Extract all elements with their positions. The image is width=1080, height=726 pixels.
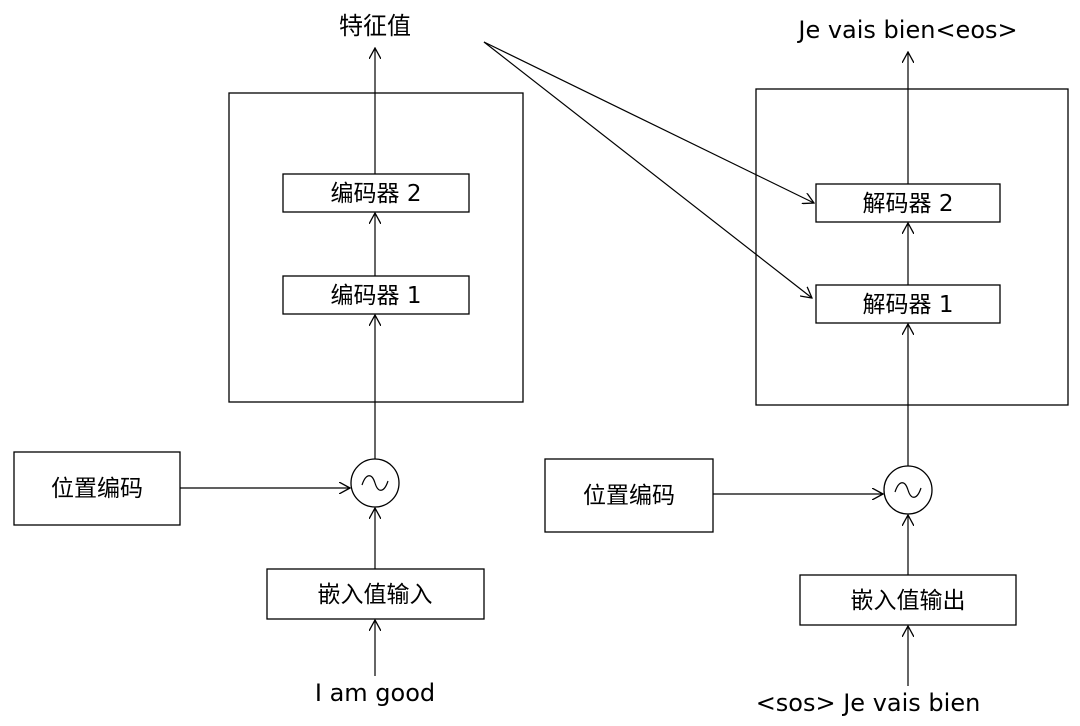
decoder-2-label: 解码器 2 (863, 191, 954, 217)
encoder-2-box (282, 173, 470, 213)
decoder-positional-encoding-label: 位置编码 (583, 483, 675, 509)
decoder-1-label: 解码器 1 (863, 292, 954, 318)
decoder-1-box (815, 284, 1001, 324)
encoder-input-text: I am good (315, 679, 435, 707)
decoder-output-text: Je vais bien<eos> (796, 16, 1017, 44)
decoder-embedding-output-box (799, 574, 1017, 626)
decoder-2-box (815, 183, 1001, 223)
decoder-positional-encoding-box (544, 458, 714, 533)
encoder-1-box (282, 275, 470, 315)
encoder-stack-frame (228, 92, 524, 403)
encoder-embedding-input-label: 嵌入值输入 (318, 582, 433, 608)
decoder-sum-wave-icon (894, 482, 922, 498)
arrow-features-to-decoder-1 (483, 41, 812, 298)
encoder-positional-encoding-box (13, 451, 181, 526)
encoder-1-label: 编码器 1 (331, 283, 422, 309)
decoder-stack-frame (755, 88, 1069, 406)
encoder-positional-encoding-label: 位置编码 (51, 476, 143, 502)
encoder-sum-wave-icon (361, 475, 389, 491)
encoder-output-label: 特征值 (339, 12, 411, 40)
decoder-embedding-output-label: 嵌入值输出 (851, 588, 966, 614)
encoder-2-label: 编码器 2 (331, 181, 422, 207)
decoder-input-text: <sos> Je vais bien (756, 689, 981, 717)
arrow-features-to-decoder-2 (483, 41, 814, 203)
encoder-embedding-input-box (266, 568, 485, 620)
